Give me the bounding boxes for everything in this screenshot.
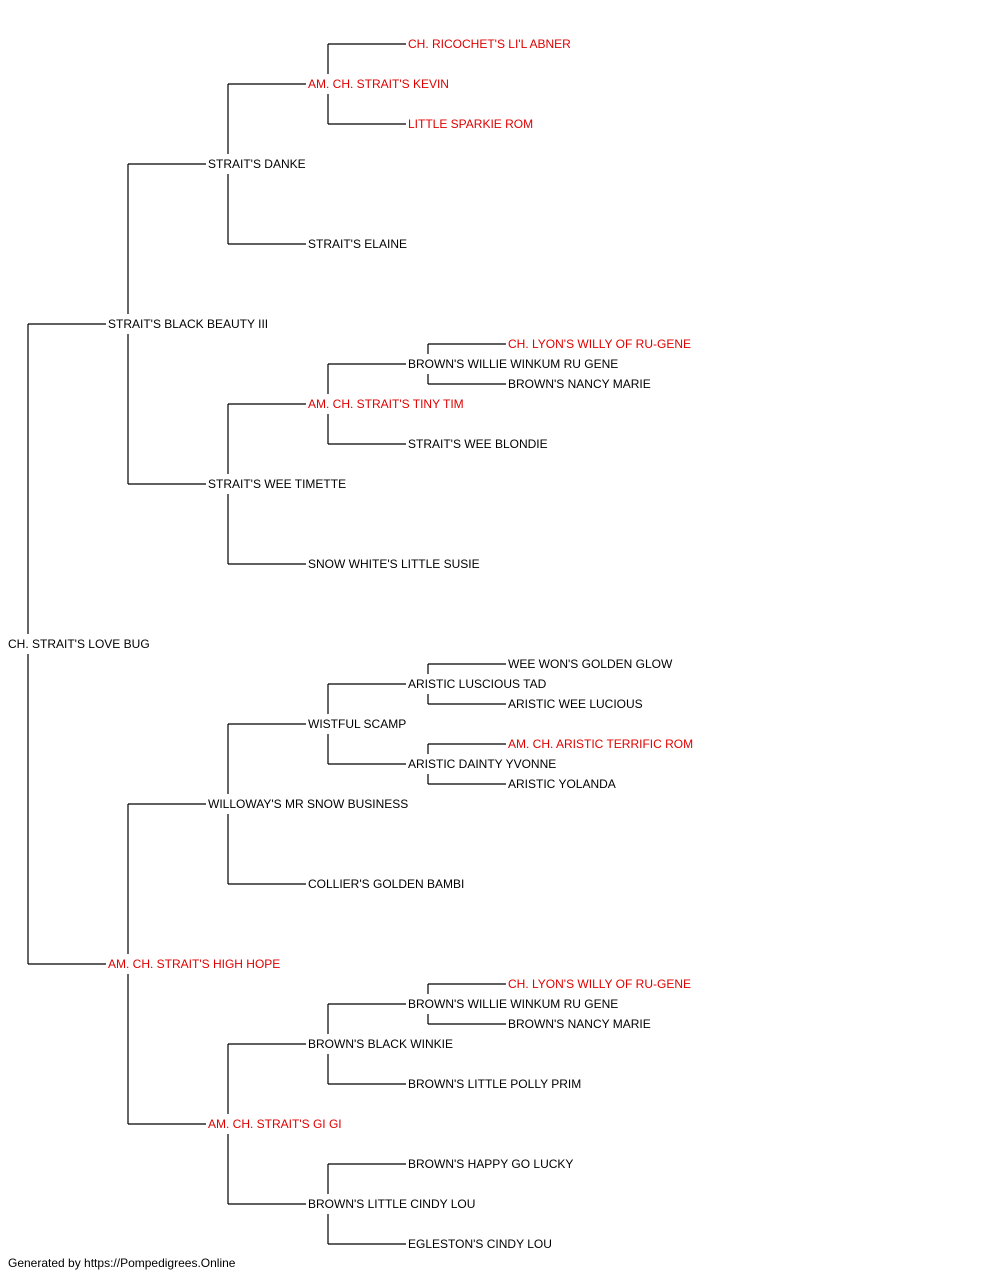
dog-name-am-ch-aristic-terrific-rom: AM. CH. ARISTIC TERRIFIC ROM [508,737,693,751]
dog-name-strait-s-elaine: STRAIT'S ELAINE [308,237,407,251]
dog-name-brown-s-happy-go-lucky: BROWN'S HAPPY GO LUCKY [408,1157,573,1171]
dog-name-ch-lyon-s-willy-of-ru-gene: CH. LYON'S WILLY OF RU-GENE [508,977,691,991]
dog-name-aristic-luscious-tad: ARISTIC LUSCIOUS TAD [408,677,547,691]
dog-name-collier-s-golden-bambi: COLLIER'S GOLDEN BAMBI [308,877,464,891]
generated-by-footer: Generated by https://Pompedigrees.Online [8,1256,236,1270]
dog-name-brown-s-nancy-marie: BROWN'S NANCY MARIE [508,377,651,391]
dog-name-am-ch-strait-s-high-hope: AM. CH. STRAIT'S HIGH HOPE [108,957,280,971]
dog-name-am-ch-strait-s-tiny-tim: AM. CH. STRAIT'S TINY TIM [308,397,464,411]
dog-name-am-ch-strait-s-kevin: AM. CH. STRAIT'S KEVIN [308,77,449,91]
dog-name-brown-s-willie-winkum-ru-gene: BROWN'S WILLIE WINKUM RU GENE [408,357,618,371]
dog-name-brown-s-little-cindy-lou: BROWN'S LITTLE CINDY LOU [308,1197,475,1211]
dog-name-strait-s-black-beauty-iii: STRAIT'S BLACK BEAUTY III [108,317,268,331]
dog-name-little-sparkie-rom: LITTLE SPARKIE ROM [408,117,533,131]
dog-name-ch-ricochet-s-li-l-abner: CH. RICOCHET'S LI'L ABNER [408,37,571,51]
dog-name-wee-won-s-golden-glow: WEE WON'S GOLDEN GLOW [508,657,673,671]
dog-name-aristic-dainty-yvonne: ARISTIC DAINTY YVONNE [408,757,556,771]
dog-name-brown-s-willie-winkum-ru-gene: BROWN'S WILLIE WINKUM RU GENE [408,997,618,1011]
dog-name-aristic-yolanda: ARISTIC YOLANDA [508,777,616,791]
dog-name-ch-lyon-s-willy-of-ru-gene: CH. LYON'S WILLY OF RU-GENE [508,337,691,351]
dog-name-brown-s-nancy-marie: BROWN'S NANCY MARIE [508,1017,651,1031]
dog-name-wistful-scamp: WISTFUL SCAMP [308,717,406,731]
dog-name-snow-white-s-little-susie: SNOW WHITE'S LITTLE SUSIE [308,557,480,571]
dog-name-strait-s-wee-timette: STRAIT'S WEE TIMETTE [208,477,346,491]
dog-name-strait-s-wee-blondie: STRAIT'S WEE BLONDIE [408,437,548,451]
dog-name-ch-strait-s-love-bug: CH. STRAIT'S LOVE BUG [8,637,150,651]
dog-name-brown-s-little-polly-prim: BROWN'S LITTLE POLLY PRIM [408,1077,581,1091]
dog-name-willoway-s-mr-snow-business: WILLOWAY'S MR SNOW BUSINESS [208,797,408,811]
dog-name-egleston-s-cindy-lou: EGLESTON'S CINDY LOU [408,1237,552,1251]
dog-name-brown-s-black-winkie: BROWN'S BLACK WINKIE [308,1037,453,1051]
dog-name-am-ch-strait-s-gi-gi: AM. CH. STRAIT'S GI GI [208,1117,342,1131]
dog-name-aristic-wee-lucious: ARISTIC WEE LUCIOUS [508,697,643,711]
dog-name-strait-s-danke: STRAIT'S DANKE [208,157,306,171]
